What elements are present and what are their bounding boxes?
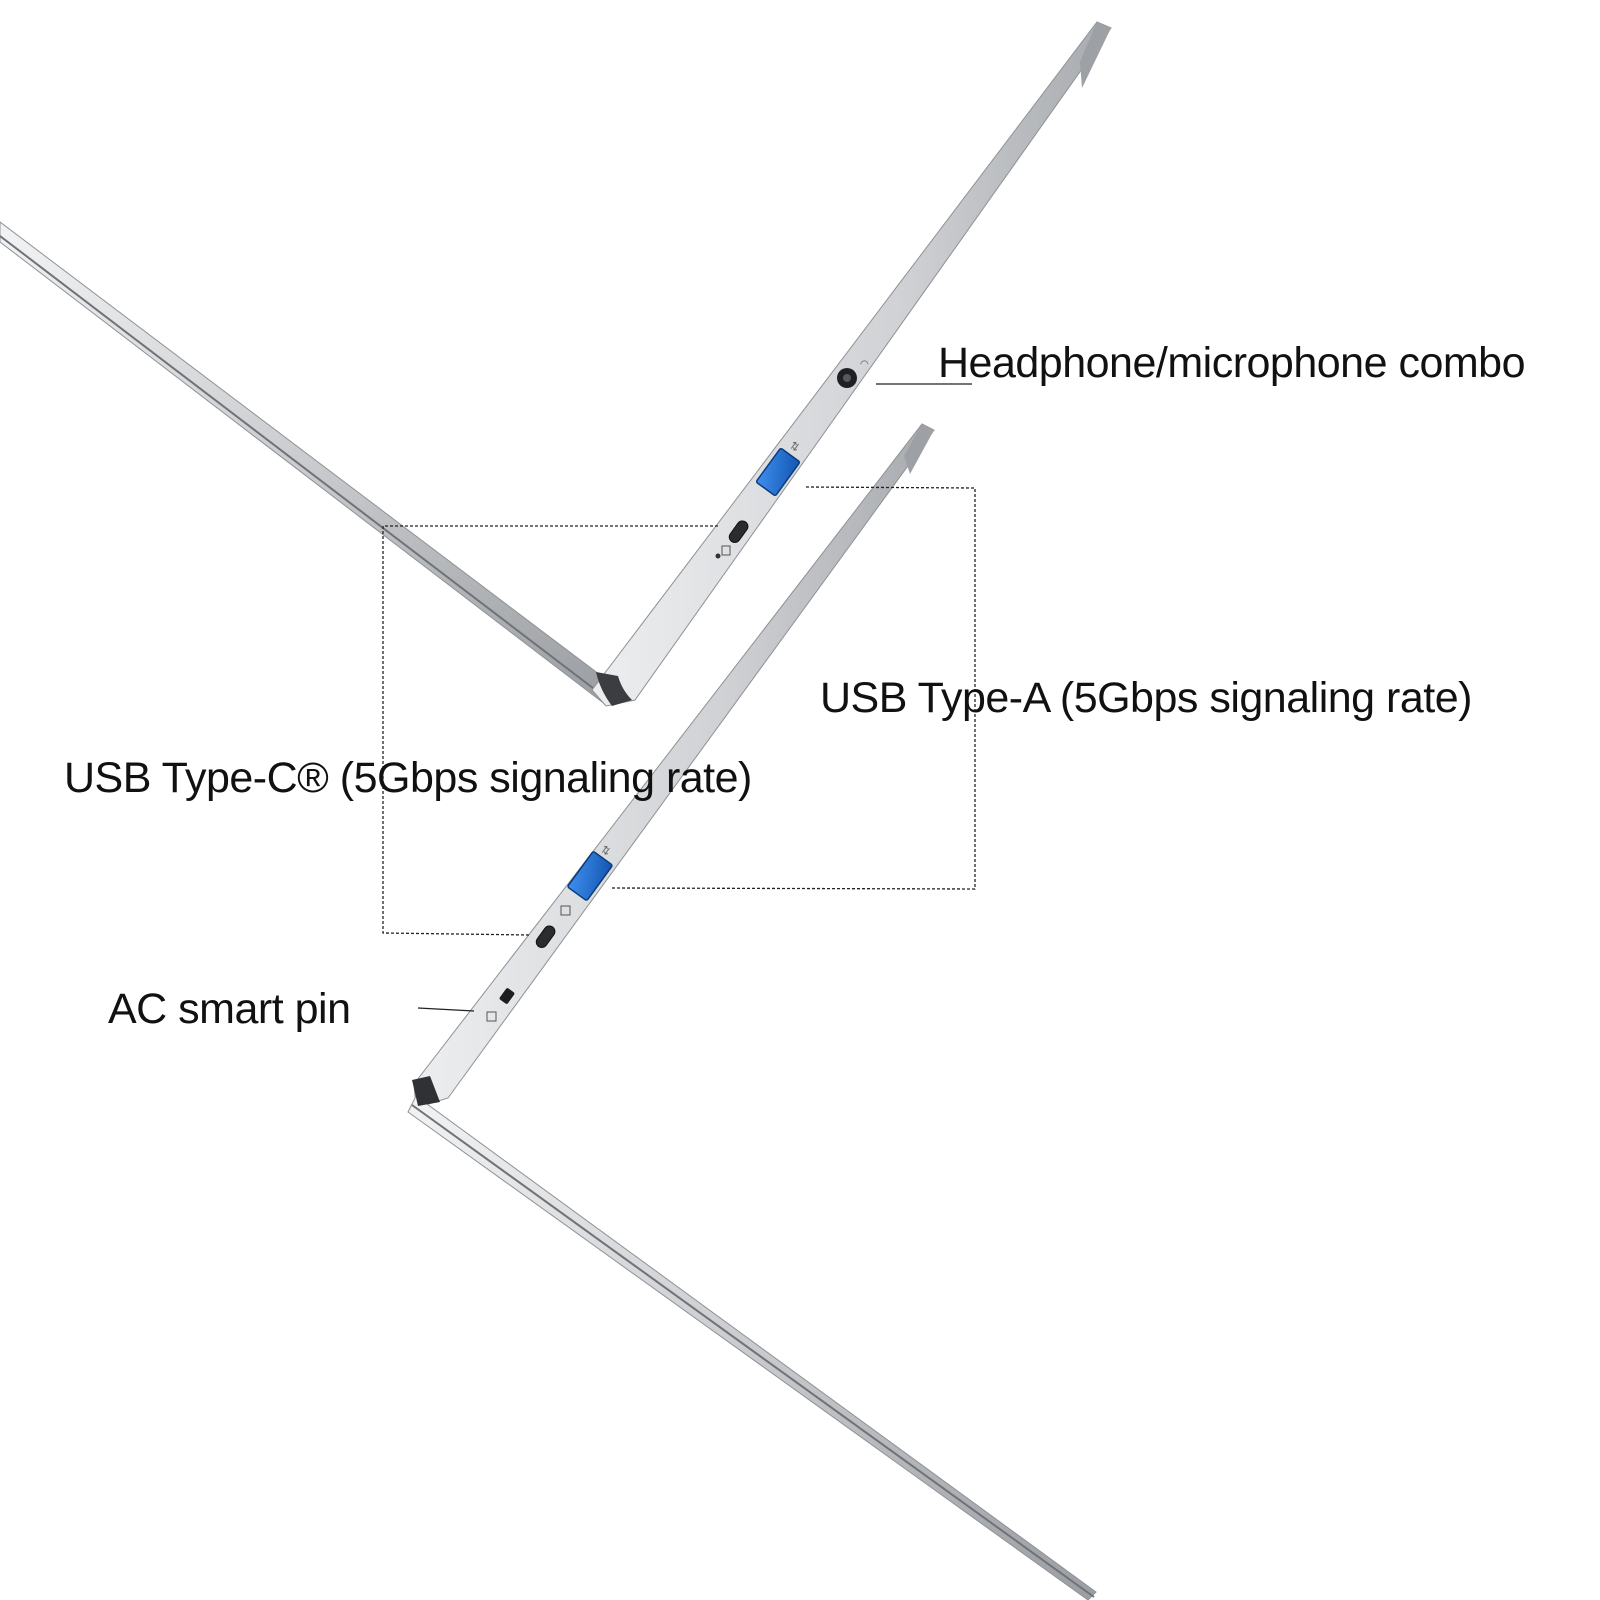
upper-laptop-hinge (596, 672, 632, 706)
usb-c-leader-line (382, 525, 718, 936)
usb-type-a-callout: USB Type-A (5Gbps signaling rate) (820, 674, 1472, 722)
ac-smart-pin-callout: AC smart pin (108, 985, 351, 1033)
leader-lines (382, 383, 976, 1012)
headphone-mic-callout: Headphone/microphone combo (938, 339, 1526, 387)
usb-c-port-upper-icon (728, 520, 749, 543)
ac-smart-pin-icon (499, 988, 515, 1004)
svg-text:◠: ◠ (860, 359, 869, 370)
usb-c-port-lower-icon (535, 925, 556, 948)
usb-a-port-lower-icon (567, 851, 613, 901)
ac-pin-leader-line (417, 1007, 475, 1012)
upper-laptop-base (0, 221, 621, 706)
lower-laptop: ⇄ (407, 423, 1097, 1600)
usb-a-leader-line (609, 486, 976, 890)
upper-laptop: ◠ ⇄ (0, 21, 1112, 707)
lower-laptop-hinge (412, 1076, 440, 1106)
usb-type-c-callout: USB Type-C® (5Gbps signaling rate) (64, 754, 752, 802)
usb-a-port-upper-icon (755, 448, 801, 496)
